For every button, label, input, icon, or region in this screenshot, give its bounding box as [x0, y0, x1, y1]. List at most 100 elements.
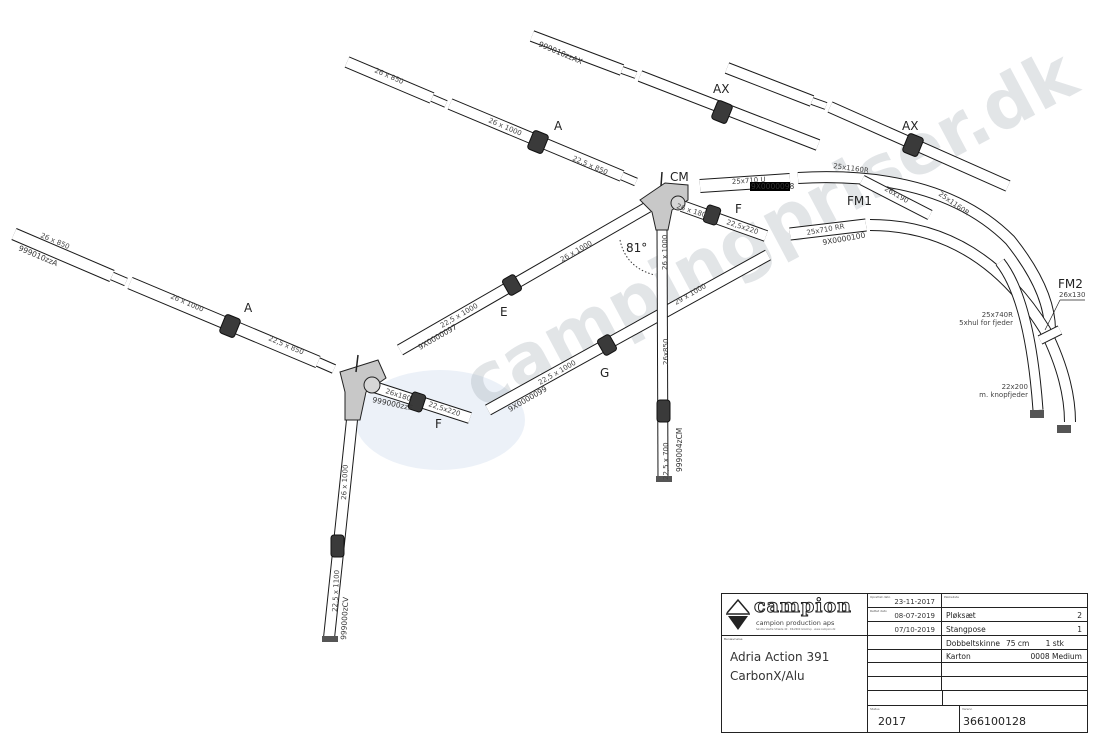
dim: 22,5 x 1000 — [439, 302, 479, 330]
field-label: Status — [870, 707, 880, 711]
field-label: Oprettet dato — [870, 595, 891, 599]
leg-note: 5xhul for fjeder — [959, 319, 1013, 327]
pole-a-top-fill — [345, 57, 434, 103]
company-address: Søndre Vestre Stræde 40 · DK-2600 Glostr… — [756, 628, 836, 631]
hub-left — [339, 354, 387, 421]
item-name: Karton — [946, 652, 971, 661]
item-qty: 1 — [1077, 625, 1082, 634]
pole-front-lower-fill — [789, 219, 867, 240]
leg-note: 25x740R — [982, 311, 1013, 319]
pole-ax-2-fill — [810, 98, 828, 109]
pole-a-left-fill — [11, 228, 115, 282]
divider — [942, 691, 943, 705]
poles — [11, 30, 1076, 639]
item-row: Dobbeltskinne 75 cm 1 stk — [942, 636, 1088, 650]
empty-cell — [868, 691, 1088, 705]
date-value: 08-07-2019 — [894, 612, 935, 620]
item-number-cell: Varenr. 366100128 — [960, 705, 1088, 732]
item-name: Stangpose — [946, 625, 986, 634]
name-area: Benævnelse Adria Action 391 CarbonX/Alu — [722, 636, 868, 732]
pole-leg-fill — [996, 259, 1043, 411]
label-g: G — [600, 366, 609, 380]
pole-front-lower-fill — [869, 220, 1075, 423]
foot-note: m. knopfjeder — [979, 391, 1028, 399]
angle-label: 81° — [626, 241, 647, 255]
dim: 26x130 — [1059, 291, 1085, 299]
dim: 22,5 x 1100 — [331, 570, 341, 612]
label-e: E — [500, 305, 508, 319]
pole-cm-fill — [657, 227, 668, 479]
empty-cell — [942, 677, 1088, 691]
pole-a-top-fill — [430, 95, 448, 107]
company-name: campion production aps — [756, 619, 835, 627]
date-revised: Rettet dato 08-07-2019 — [868, 608, 942, 622]
empty-cell — [868, 636, 942, 650]
product-name: Adria Action 391 — [730, 650, 830, 664]
feet — [322, 410, 1071, 642]
contents-header: Pakkeliste — [942, 594, 1088, 608]
title-block: campion campion production aps Søndre Ve… — [721, 593, 1088, 733]
pole-a-top-fill — [620, 172, 638, 186]
watermark: campingpriser.dk — [355, 32, 1091, 470]
field-label: Pakkeliste — [944, 595, 959, 599]
campion-logo-icon — [726, 598, 750, 630]
pole-g-fill — [485, 250, 771, 415]
hub-cm — [639, 171, 689, 231]
pole-e-fill — [397, 202, 651, 355]
item-qty: 0008 Medium — [1030, 652, 1082, 661]
logo-area: campion campion production aps Søndre Ve… — [722, 594, 868, 636]
label-a-left: A — [244, 301, 253, 315]
label-fm2: FM2 — [1058, 277, 1083, 291]
label-ax-1: AX — [713, 82, 729, 96]
code-front-upper: 9X0000098 — [751, 182, 795, 191]
code-cv: 999000zCV — [339, 596, 350, 640]
dim: 26 x 1000 — [340, 464, 350, 500]
label-f-left: F — [435, 417, 442, 431]
item-number-value: 366100128 — [963, 715, 1026, 728]
code-cm: 999004zCM — [675, 428, 684, 472]
pole-ax-1-fill — [620, 67, 638, 78]
angle-arc — [619, 239, 656, 276]
dim: 26 x 1000 — [661, 235, 669, 270]
label-a-top: A — [554, 119, 563, 133]
pole-fm2-fill — [1038, 326, 1062, 344]
label-fm1: FM1 — [847, 194, 872, 208]
pole-front-upper-fill — [699, 174, 791, 192]
pole-a-left-fill — [316, 358, 336, 373]
item-row: Stangpose 1 — [942, 622, 1088, 636]
status-value: 2017 — [878, 715, 906, 728]
pole-cv-fill — [324, 419, 357, 639]
date-value: 07/10-2019 — [894, 626, 935, 634]
empty-cell — [868, 650, 942, 663]
dim: 26x850 — [662, 339, 670, 365]
pole-f-right-fill — [680, 201, 768, 241]
item-name: Dobbeltskinne — [946, 639, 1000, 648]
item-extra: 75 cm — [1006, 639, 1030, 648]
logo-wordmark: campion — [754, 595, 852, 618]
field-label: Varenr. — [962, 707, 973, 711]
foot-note: 22x200 — [1002, 383, 1028, 391]
label-ax-2: AX — [902, 119, 918, 133]
field-label: Benævnelse — [724, 637, 743, 641]
date-value: 23-11-2017 — [894, 598, 935, 606]
pole-fm1-fill — [859, 175, 933, 220]
label-cm: CM — [670, 170, 689, 184]
empty-cell — [868, 663, 942, 677]
item-qty: 2 — [1077, 611, 1082, 620]
item-name: Pløksæt — [946, 611, 976, 620]
dim: 22,5 x 700 — [662, 442, 670, 480]
label-f-right: F — [735, 202, 742, 216]
item-qty: 1 stk — [1045, 639, 1064, 648]
empty-cell — [942, 663, 1088, 677]
dim: 25x710 U — [732, 176, 766, 186]
pole-ax-1-fill — [530, 31, 624, 75]
field-label: Rettet dato — [870, 609, 887, 613]
product-variant: CarbonX/Alu — [730, 669, 805, 683]
empty-cell — [868, 677, 942, 691]
clamps — [219, 100, 924, 558]
date-revised-2: 07/10-2019 — [868, 622, 942, 636]
selection-highlight — [750, 182, 790, 191]
pole-ax-2-fill — [725, 63, 814, 106]
